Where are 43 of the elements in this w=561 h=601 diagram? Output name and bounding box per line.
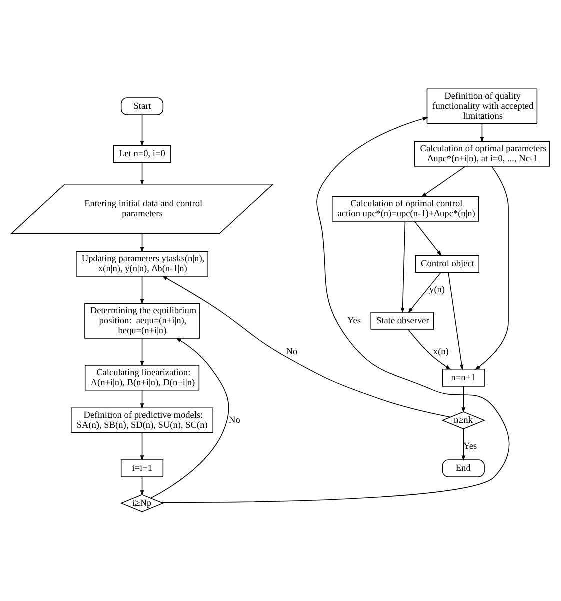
arrow: [400, 221, 406, 314]
arrow: [140, 338, 144, 367]
arrow: [462, 386, 466, 414]
node-box: Definition of predictive models: SA(n), SB(n), SD(n), SU(n), SC(n): [71, 408, 214, 434]
edge-label: Yes: [347, 316, 361, 326]
node-diamond: i≥Np: [120, 494, 164, 512]
node-box: Start: [120, 98, 164, 116]
node-box: Definition of quality functionality with accepted limitations: [426, 88, 538, 124]
node-box: Calculation of optimal parameters Δupc*(n+i|n), at i=0, ..., Nc-1: [414, 141, 550, 167]
arrow: [462, 428, 466, 462]
edge-label: Yes: [464, 442, 478, 452]
edge-label: No: [229, 416, 240, 426]
arrow: [480, 124, 484, 143]
node-box: i=i+1: [120, 460, 164, 478]
arrow: [140, 432, 144, 462]
node-box: Let n=0, i=0: [113, 145, 172, 164]
arrow: [448, 272, 464, 370]
node-box: Determining the equilibrium position: aequ=(n+i|n), bequ=(n+i|n): [84, 303, 200, 339]
arrow: [408, 272, 442, 314]
arrow: [140, 276, 144, 305]
arrow: [150, 338, 230, 499]
arrow: [474, 166, 509, 370]
edge-label: No: [286, 347, 298, 358]
edge-label: y(n): [430, 285, 446, 296]
node-box: End: [442, 460, 485, 478]
node-diamond: n≥nk: [442, 412, 486, 430]
node-box: Calculating linearization: A(n+i|n), B(n+i|n), D(n+i|n): [84, 365, 200, 391]
arrow: [414, 221, 442, 256]
arrow: [140, 476, 144, 496]
node-box: n=n+1: [442, 369, 485, 387]
arrow: [162, 276, 451, 418]
arrow: [421, 166, 466, 198]
node-box: Control object: [415, 255, 480, 274]
node-box: State observer: [370, 312, 434, 330]
arrow: [140, 234, 144, 253]
arrow: [140, 390, 144, 410]
edge-label: x(n): [433, 347, 449, 358]
node-box: Updating parameters ytasks(n|n), x(n|n), y(n|n), Δb(n-1|n): [76, 251, 208, 277]
arrow: [140, 114, 144, 147]
arrow: [408, 329, 452, 370]
arrow: [161, 117, 510, 504]
node-box: Calculation of optimal control action upc*(n)=upc(n-1)+Δupc*(n|n): [332, 196, 480, 222]
arrow: [140, 162, 144, 186]
